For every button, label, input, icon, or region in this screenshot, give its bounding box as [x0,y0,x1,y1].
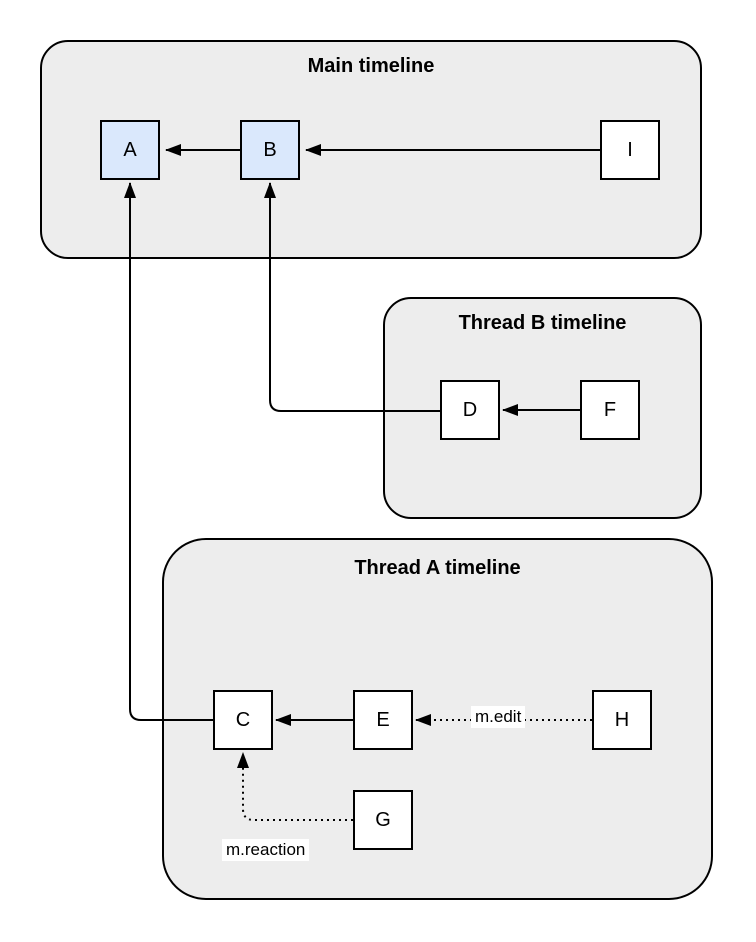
node-f: F [580,380,640,440]
container-title-main-timeline: Main timeline [307,55,435,77]
container-thread-b-timeline: Thread B timeline [383,297,702,519]
node-b: B [240,120,300,180]
container-title-thread-a-timeline: Thread A timeline [354,557,521,579]
container-title-thread-b-timeline: Thread B timeline [458,312,627,334]
node-a: A [100,120,160,180]
edge-label-m-reaction: m.reaction [222,839,310,861]
node-g: G [353,790,413,850]
node-h: H [592,690,652,750]
node-i: I [600,120,660,180]
node-d: D [440,380,500,440]
edge-c-to-a [124,182,213,721]
edge-label-m-edit: m.edit [471,706,526,728]
node-c: C [213,690,273,750]
edge-g-to-c-m-reaction [237,752,353,821]
node-e: E [353,690,413,750]
edge-d-to-b [264,182,440,412]
